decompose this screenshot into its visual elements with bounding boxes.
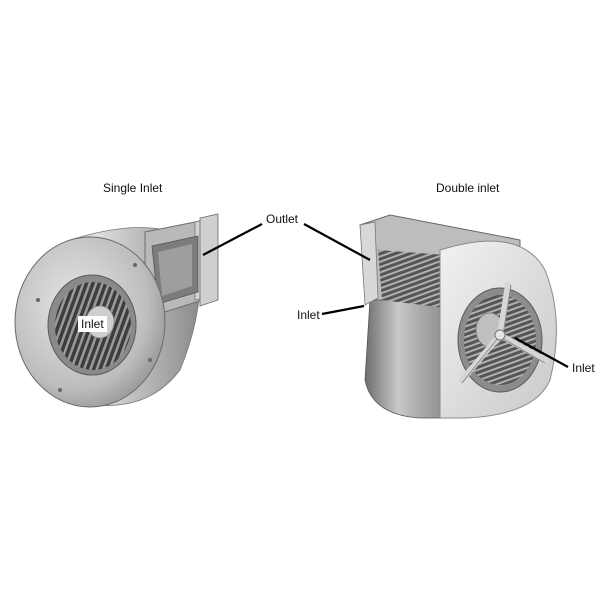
leader-outlet-right: [303, 223, 371, 261]
outlet-flange: [199, 213, 219, 307]
inlet-label-double-left: Inlet: [297, 308, 320, 322]
leader-inlet-double-right: [514, 337, 569, 368]
outlet-label: Outlet: [266, 212, 299, 226]
inlet-label-double-right: Inlet: [572, 361, 595, 375]
double-inlet-blower: [359, 214, 557, 419]
leader-outlet-left: [202, 223, 263, 256]
inlet-label-single: Inlet: [78, 316, 107, 332]
double-inlet-title: Double inlet: [436, 181, 500, 195]
leader-inlet-double-left: [321, 304, 365, 316]
tripod-arms: [459, 282, 548, 383]
single-inlet-title: Single Inlet: [103, 181, 163, 195]
leader-lines: [202, 223, 569, 368]
single-inlet-blower: [14, 213, 219, 408]
